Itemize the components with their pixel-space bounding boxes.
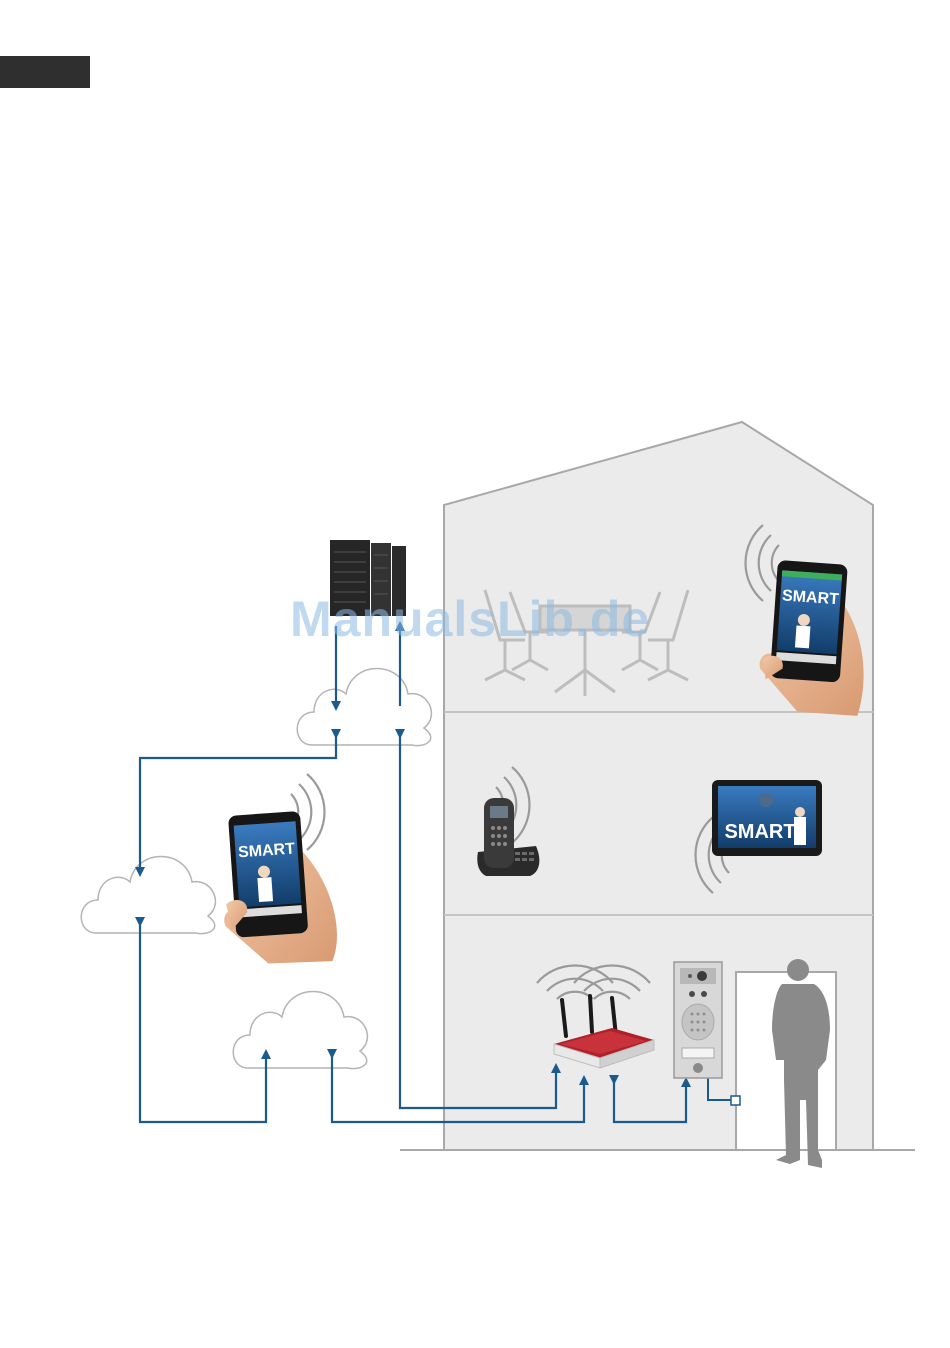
cloud-icon <box>233 992 367 1069</box>
tablet-screen-text: SMART <box>724 821 795 843</box>
house <box>400 422 915 1150</box>
cloud-icon <box>81 857 215 934</box>
server-icon <box>330 540 406 616</box>
door-intercom-icon <box>674 962 722 1078</box>
cloud-icon <box>297 669 431 746</box>
tablet-icon: SMART <box>712 780 822 856</box>
